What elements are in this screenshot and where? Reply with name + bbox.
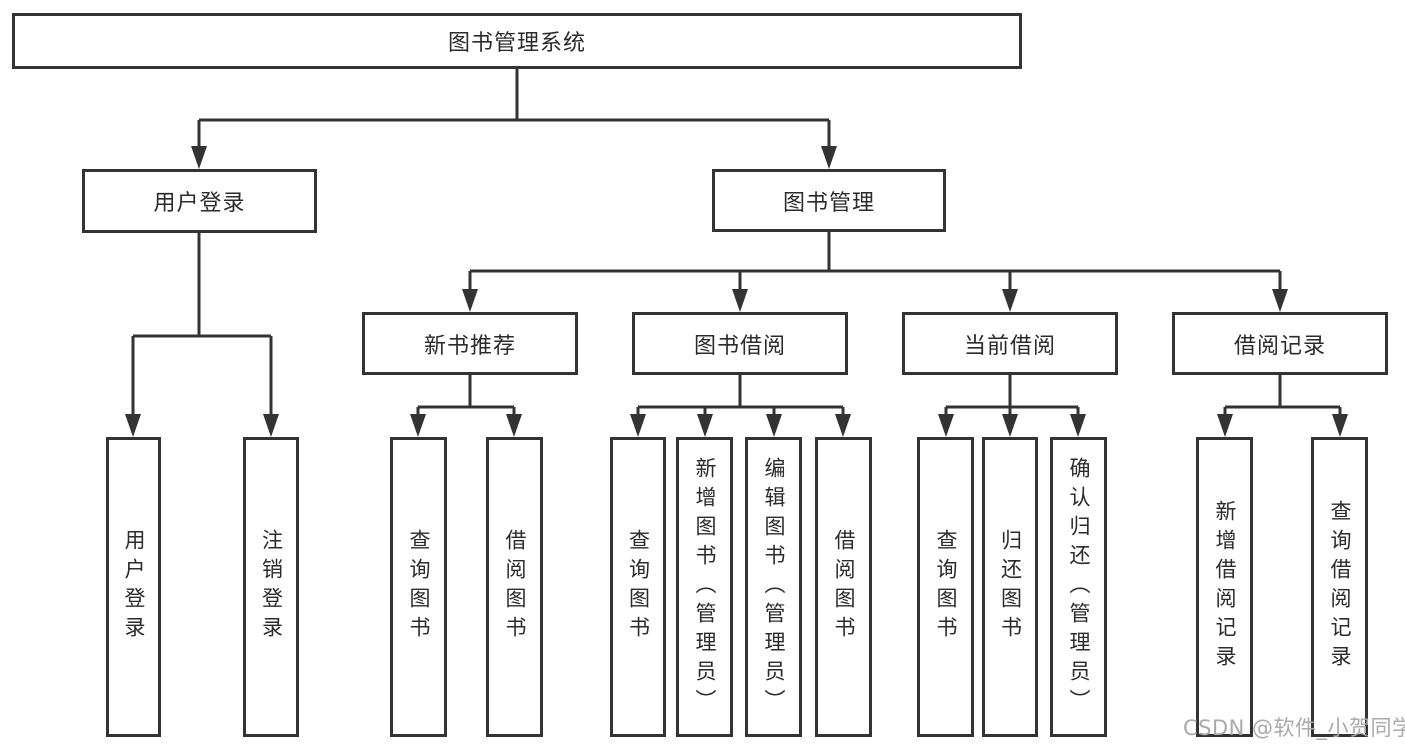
leaf-current-query: 查询图书 — [917, 437, 974, 737]
leaf-record-add: 新增借阅记录 — [1196, 437, 1253, 737]
csdn-watermark: CSDN @软件_小贺同学 — [1183, 716, 1405, 740]
leaf-book-borrow-add: 新增图书（管理员） — [676, 437, 733, 737]
leaf-user-login: 用户登录 — [106, 437, 161, 737]
node-current-borrow: 当前借阅 — [902, 312, 1118, 375]
arrowhead-icons — [125, 146, 1348, 437]
leaf-book-borrow-borrow: 借阅图书 — [815, 437, 872, 737]
node-user-login: 用户登录 — [82, 169, 317, 233]
leaf-current-confirm: 确认归还（管理员） — [1050, 437, 1107, 737]
leaf-book-borrow-query: 查询图书 — [610, 437, 666, 737]
node-root: 图书管理系统 — [12, 13, 1022, 69]
leaf-new-book-borrow: 借阅图书 — [486, 437, 543, 737]
node-book-borrow: 图书借阅 — [632, 312, 848, 375]
tree-edges — [131, 69, 1342, 416]
leaf-record-query: 查询借阅记录 — [1311, 437, 1368, 737]
node-book-mgmt: 图书管理 — [712, 169, 946, 232]
leaf-logout: 注销登录 — [243, 437, 299, 737]
leaf-new-book-query: 查询图书 — [390, 437, 447, 737]
node-borrow-record: 借阅记录 — [1172, 312, 1388, 375]
node-new-book: 新书推荐 — [362, 312, 578, 375]
leaf-book-borrow-edit: 编辑图书（管理员） — [745, 437, 802, 737]
leaf-current-return: 归还图书 — [982, 437, 1038, 737]
